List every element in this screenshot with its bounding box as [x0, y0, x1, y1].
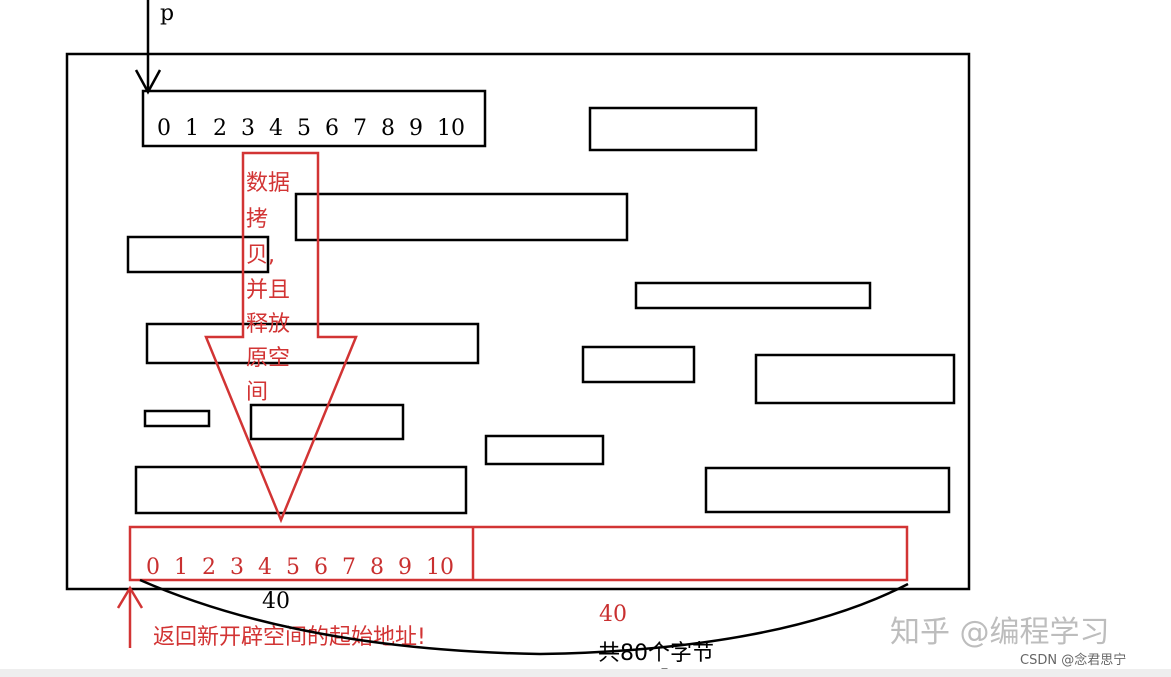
original-array-cells: 0 1 2 3 4 5 6 7 8 9 10	[157, 116, 465, 141]
bottom-cell-2: 2	[202, 555, 216, 580]
copy-note-line-3: 贝,	[246, 243, 275, 268]
other-heap-blocks	[126, 106, 956, 515]
copy-note-line-5: 释放	[246, 312, 290, 337]
bottom-cell-5: 5	[286, 555, 300, 580]
top-cell-10: 10	[437, 116, 465, 141]
size-brace	[139, 578, 909, 656]
top-cell-7: 7	[353, 116, 367, 141]
heap-block	[754, 353, 956, 405]
bottom-strip	[0, 669, 1171, 677]
return-arrow-head	[116, 585, 144, 609]
top-cell-5: 5	[297, 116, 311, 141]
original-array-block	[141, 89, 487, 148]
bottom-cell-6: 6	[314, 555, 328, 580]
bottom-cell-4: 4	[258, 555, 272, 580]
top-cell-4: 4	[269, 116, 283, 141]
bottom-cell-0: 0	[146, 555, 160, 580]
size-left-label: 40	[262, 589, 290, 614]
top-cell-2: 2	[213, 116, 227, 141]
heap-block	[126, 235, 270, 274]
copy-note-line-7: 间	[246, 380, 268, 405]
top-cell-0: 0	[157, 116, 171, 141]
copy-note-line-1: 数据	[246, 171, 290, 196]
heap-block	[581, 345, 696, 384]
top-cell-8: 8	[381, 116, 395, 141]
zhihu-watermark: 知乎 @编程学习	[890, 615, 1110, 650]
heap-frame	[65, 52, 971, 591]
total-size-label: 共80个字节	[598, 641, 714, 666]
copy-arrow	[204, 151, 358, 524]
pointer-label: p	[160, 1, 174, 26]
new-array-block	[128, 525, 909, 582]
bottom-cell-10: 10	[426, 555, 454, 580]
top-cell-9: 9	[409, 116, 423, 141]
top-cell-3: 3	[241, 116, 255, 141]
bottom-cell-9: 9	[398, 555, 412, 580]
copy-note-line-4: 并且	[246, 278, 290, 303]
size-right-label: 40	[599, 602, 627, 627]
copy-note-line-6: 原空	[246, 346, 290, 371]
bottom-cell-1: 1	[174, 555, 188, 580]
heap-block	[704, 466, 951, 514]
heap-block	[484, 434, 605, 466]
top-cell-1: 1	[185, 116, 199, 141]
heap-block	[294, 192, 629, 242]
bottom-cell-3: 3	[230, 555, 244, 580]
return-note: 返回新开辟空间的起始地址!	[153, 625, 426, 650]
heap-block	[134, 465, 468, 515]
heap-block	[634, 281, 872, 310]
copy-note-line-2: 拷	[246, 207, 268, 232]
csdn-watermark: CSDN @念君思宁	[1020, 652, 1126, 668]
heap-block	[588, 106, 758, 152]
heap-block	[143, 409, 211, 428]
copy-note: 数据 拷 贝, 并且 释放 原空 间	[246, 171, 290, 405]
top-cell-6: 6	[325, 116, 339, 141]
new-array-cells: 0 1 2 3 4 5 6 7 8 9 10	[146, 555, 454, 580]
bottom-cell-7: 7	[342, 555, 356, 580]
bottom-cell-8: 8	[370, 555, 384, 580]
heap-block	[145, 322, 480, 365]
